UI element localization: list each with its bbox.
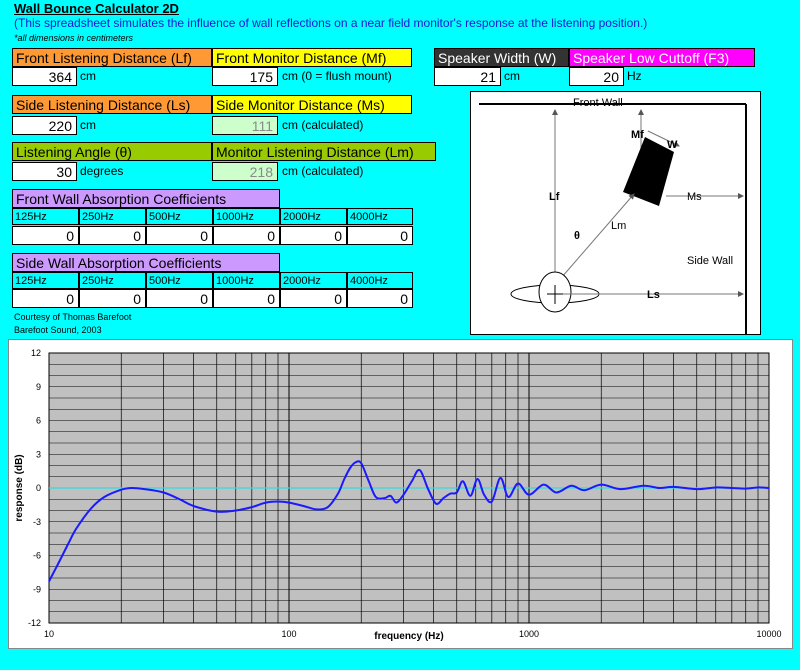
y-tick-label: 6 [36, 416, 41, 426]
y-tick-label: -12 [28, 618, 41, 628]
y-tick-label: 9 [36, 382, 41, 392]
side-coefficient-input[interactable]: 0 [146, 289, 213, 308]
ms-text: Ms [687, 191, 702, 203]
front-listening-unit: cm [80, 69, 96, 83]
y-tick-label: -9 [33, 584, 41, 594]
front-coefficient-input[interactable]: 0 [146, 226, 213, 245]
monitor-listening-label: Monitor Listening Distance (Lm) [212, 142, 436, 161]
side-band-header: 500Hz [146, 272, 213, 289]
x-axis-label: frequency (Hz) [374, 631, 443, 642]
side-band-header: 250Hz [79, 272, 146, 289]
lf-text: Lf [549, 191, 560, 203]
credit-line-1: Courtesy of Thomas Barefoot [14, 312, 132, 322]
front-monitor-input[interactable]: 175 [212, 67, 278, 86]
mf-text: Mf [631, 129, 644, 141]
side-band-header: 2000Hz [280, 272, 347, 289]
listening-angle-label: Listening Angle (θ) [12, 142, 212, 161]
x-tick-label: 100 [281, 629, 296, 639]
front-band-header: 250Hz [79, 208, 146, 225]
side-coefficient-input[interactable]: 0 [12, 289, 79, 308]
lm-arrow [554, 193, 635, 286]
room-diagram-svg: Front Wall Side Wall Lf Mf W Ms Lm θ Ls [479, 97, 747, 334]
front-coefficient-input[interactable]: 0 [280, 226, 347, 245]
y-tick-label: 3 [36, 449, 41, 459]
w-arrow [647, 130, 680, 147]
front-band-header: 125Hz [12, 208, 79, 225]
side-coefficient-input[interactable]: 0 [347, 289, 413, 308]
side-coefficient-input[interactable]: 0 [280, 289, 347, 308]
speaker-cutoff-input[interactable]: 20 [569, 67, 624, 86]
x-tick-label: 10 [44, 629, 54, 639]
side-listening-label: Side Listening Distance (Ls) [12, 95, 212, 114]
front-band-header: 4000Hz [347, 208, 413, 225]
front-band-header: 2000Hz [280, 208, 347, 225]
side-coefficient-input[interactable]: 0 [213, 289, 280, 308]
response-curve [48, 460, 770, 582]
front-listening-input[interactable]: 364 [12, 67, 77, 86]
speaker-width-label: Speaker Width (W) [434, 48, 569, 67]
side-band-header: 4000Hz [347, 272, 413, 289]
front-monitor-label: Front Monitor Distance (Mf) [212, 48, 412, 67]
ls-text: Ls [647, 289, 660, 301]
theta-text: θ [574, 230, 580, 242]
listening-angle-input[interactable]: 30 [12, 162, 77, 181]
monitor-listening-unit: cm (calculated) [282, 164, 364, 178]
side-listening-unit: cm [80, 118, 96, 132]
monitor-listening-value: 218 [212, 162, 278, 181]
front-coefficient-input[interactable]: 0 [213, 226, 280, 245]
speaker-cutoff-unit: Hz [627, 69, 642, 83]
w-text: W [667, 139, 678, 151]
speaker-width-unit: cm [504, 69, 520, 83]
page-title: Wall Bounce Calculator 2D [14, 1, 179, 16]
front-band-header: 500Hz [146, 208, 213, 225]
speaker-shape [623, 137, 674, 206]
units-note: *all dimensions in centimeters [14, 33, 134, 43]
speaker-cutoff-label: Speaker Low Cuttoff (F3) [569, 48, 755, 67]
page-subtitle: (This spreadsheet simulates the influenc… [14, 16, 648, 30]
credit-line-2: Barefoot Sound, 2003 [14, 325, 102, 335]
front-wall-text: Front Wall [573, 97, 623, 109]
side-monitor-unit: cm (calculated) [282, 118, 364, 132]
front-coefficient-input[interactable]: 0 [347, 226, 413, 245]
lm-text: Lm [611, 220, 626, 232]
front-coefficient-input[interactable]: 0 [79, 226, 146, 245]
front-monitor-unit: cm (0 = flush mount) [282, 69, 392, 83]
side-coefficient-input[interactable]: 0 [79, 289, 146, 308]
front-band-header: 1000Hz [213, 208, 280, 225]
room-diagram: Front Wall Side Wall Lf Mf W Ms Lm θ Ls [470, 91, 761, 335]
x-tick-label: 10000 [756, 629, 781, 639]
side-band-header: 1000Hz [213, 272, 280, 289]
y-tick-label: -6 [33, 551, 41, 561]
front-coefficient-input[interactable]: 0 [12, 226, 79, 245]
side-monitor-value: 111 [212, 116, 278, 135]
y-tick-label: -3 [33, 517, 41, 527]
speaker-width-input[interactable]: 21 [434, 67, 501, 86]
side-listening-input[interactable]: 220 [12, 116, 77, 135]
side-monitor-label: Side Monitor Distance (Ms) [212, 95, 412, 114]
side-band-header: 125Hz [12, 272, 79, 289]
front-wall-absorption-label: Front Wall Absorption Coefficients [12, 189, 280, 208]
side-wall-absorption-label: Side Wall Absorption Coefficients [12, 253, 280, 272]
grid-lines [48, 352, 769, 624]
x-tick-label: 1000 [519, 629, 539, 639]
y-tick-label: 12 [31, 348, 41, 358]
y-axis-label: response (dB) [14, 454, 25, 521]
side-wall-text: Side Wall [687, 255, 733, 267]
front-listening-label: Front Listening Distance (Lf) [12, 48, 212, 67]
listening-angle-unit: degrees [80, 164, 124, 178]
y-tick-label: 0 [36, 483, 41, 493]
